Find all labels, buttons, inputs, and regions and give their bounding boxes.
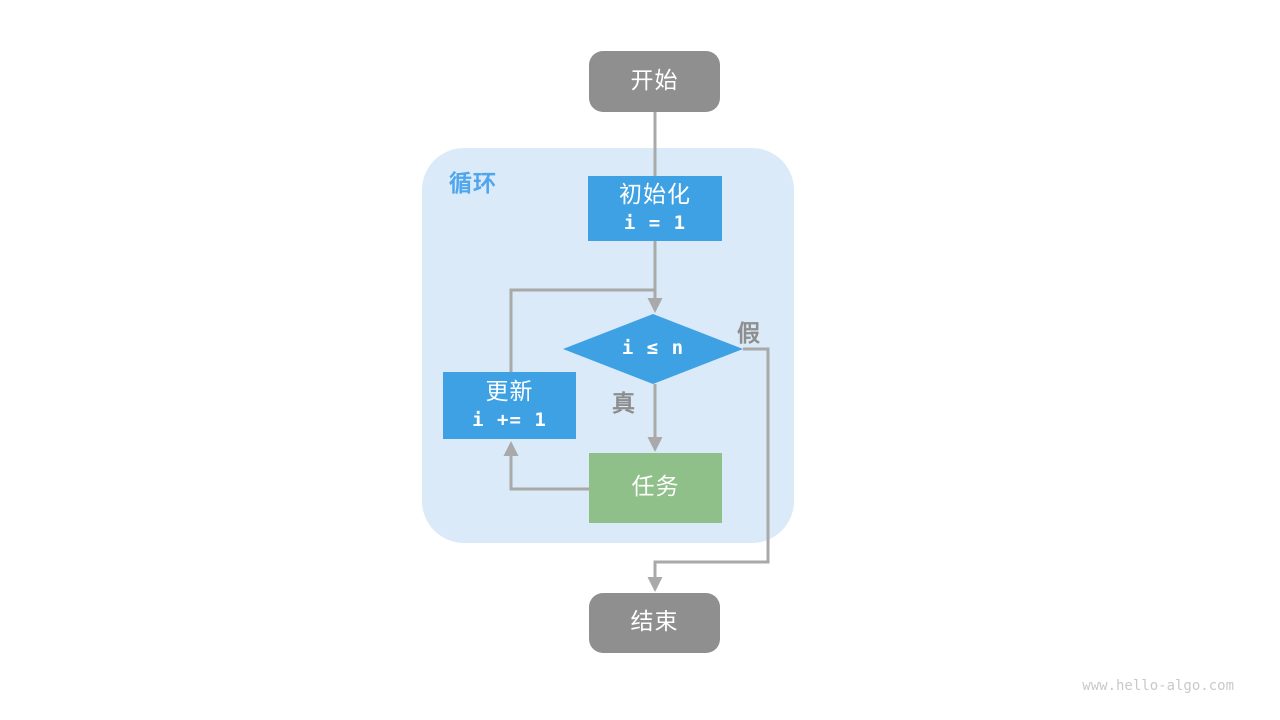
loop-region-label: 循环 — [449, 171, 497, 197]
watermark-text: www.hello-algo.com — [1082, 678, 1234, 694]
node-end: 结束 — [589, 593, 720, 653]
node-end-label: 结束 — [630, 609, 679, 636]
node-initialize-code: i = 1 — [623, 212, 687, 235]
node-initialize-label: 初始化 — [619, 182, 691, 209]
node-update: 更新 i += 1 — [443, 372, 576, 439]
node-task: 任务 — [589, 453, 722, 523]
node-start: 开始 — [589, 51, 720, 112]
node-task-label: 任务 — [631, 474, 680, 501]
node-start-label: 开始 — [630, 67, 679, 94]
node-condition-label: i ≤ n — [621, 337, 685, 360]
edge-label-true: 真 — [612, 391, 636, 417]
node-update-label: 更新 — [485, 379, 534, 406]
edge-label-false: 假 — [737, 321, 761, 347]
node-initialize: 初始化 i = 1 — [588, 176, 722, 241]
node-update-code: i += 1 — [472, 409, 547, 432]
